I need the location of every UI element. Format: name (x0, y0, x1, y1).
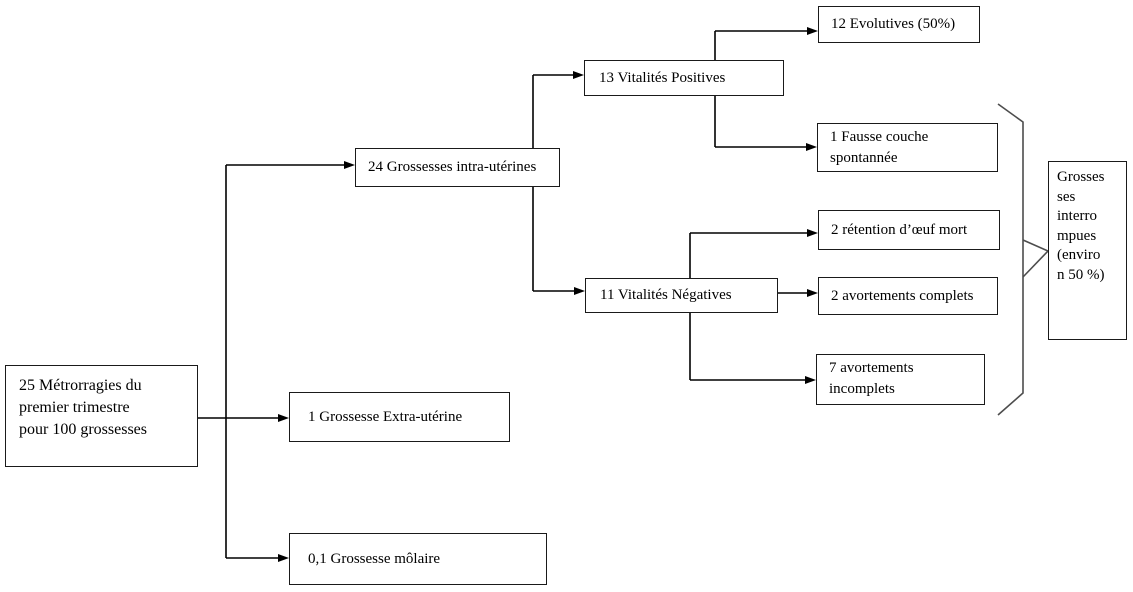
edge-lines (198, 30, 808, 559)
node-avortements-incomplets: 7 avortements incomplets (816, 354, 985, 405)
node-grossesse-molaire: 0,1 Grossesse môlaire (289, 533, 547, 585)
node-grossesses-intra-uterines: 24 Grossesses intra-utérines (355, 148, 560, 187)
node-vitalites-negatives: 11 Vitalités Négatives (585, 278, 778, 313)
node-avortements-complets: 2 avortements complets (818, 277, 998, 315)
node-evolutives: 12 Evolutives (50%) (818, 6, 980, 43)
arrowheads (278, 27, 818, 562)
node-grossesse-extra-uterine: 1 Grossesse Extra-utérine (289, 392, 510, 442)
node-vitalites-positives: 13 Vitalités Positives (584, 60, 784, 96)
node-retention-oeuf-mort: 2 rétention d’œuf mort (818, 210, 1000, 250)
grouping-brace (997, 103, 1050, 416)
node-metrorragies: 25 Métrorragies du premier trimestre pou… (5, 365, 198, 467)
node-grossesses-interrompues: Grosses ses interro mpues (enviro n 50 %… (1048, 161, 1127, 340)
node-fausse-couche-spontannee: 1 Fausse couche spontannée (817, 123, 998, 172)
